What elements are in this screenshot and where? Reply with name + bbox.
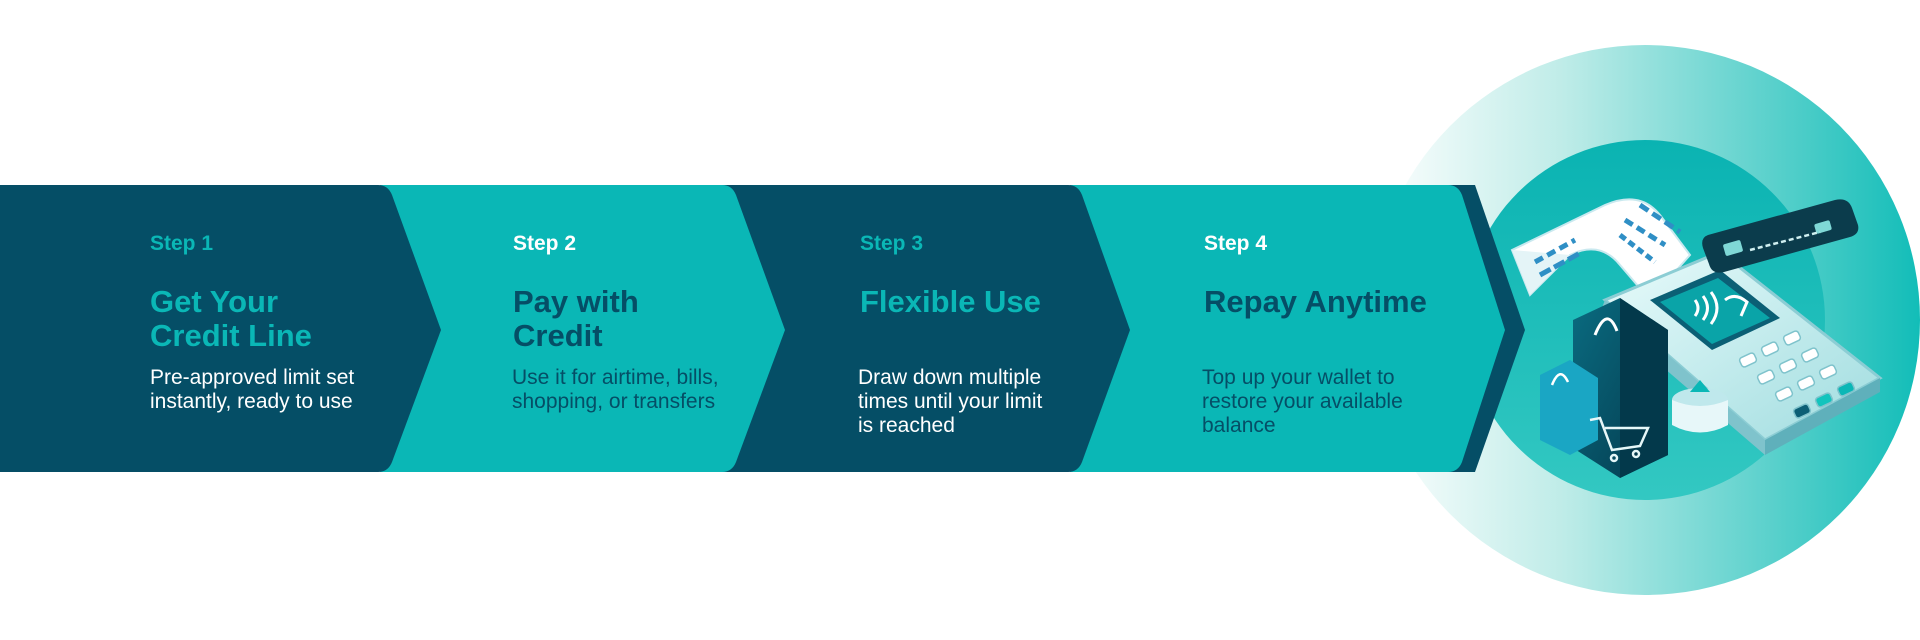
step-1-title-line-2: Credit Line bbox=[150, 318, 312, 353]
shopping-cart-icon bbox=[1589, 416, 1650, 463]
step-2-title-line-1: Pay with bbox=[513, 284, 639, 319]
payment-illustration bbox=[1510, 198, 1883, 478]
step-4-desc-line-3: balance bbox=[1202, 414, 1276, 437]
step-3-desc-line-1: Draw down multiple bbox=[858, 366, 1042, 389]
step-2-label: Step 2 bbox=[513, 232, 577, 255]
step-4-desc-line-1: Top up your wallet to bbox=[1202, 366, 1395, 389]
step-4-title: Repay Anytime bbox=[1204, 285, 1427, 319]
step-1-desc-line-2: instantly, ready to use bbox=[150, 390, 353, 413]
step-4-description: Top up your wallet to restore your avail… bbox=[1202, 366, 1403, 438]
receipt-icon bbox=[1510, 198, 1692, 302]
step-3-desc-line-2: times until your limit bbox=[858, 390, 1043, 413]
step-1-title-line-1: Get Your bbox=[150, 284, 279, 319]
keypad bbox=[1738, 330, 1856, 419]
step-4-title-line-1: Repay Anytime bbox=[1204, 284, 1427, 319]
step-2-desc-line-2: shopping, or transfers bbox=[512, 390, 716, 413]
small-bag-icon bbox=[1540, 360, 1598, 455]
gift-box-icon bbox=[1672, 380, 1728, 433]
step-2-description: Use it for airtime, bills, shopping, or … bbox=[512, 366, 719, 414]
steps-band bbox=[0, 185, 1525, 472]
step-3-title: Flexible Use bbox=[860, 285, 1041, 319]
step-2-title-line-2: Credit bbox=[513, 318, 603, 353]
step-2-title: Pay with Credit bbox=[513, 285, 639, 353]
step-3-description: Draw down multiple times until your limi… bbox=[858, 366, 1042, 438]
step-1-label: Step 1 bbox=[150, 232, 214, 255]
contactless-payment-icon bbox=[1693, 291, 1749, 325]
step-4-chevron bbox=[1070, 185, 1505, 472]
step-3-chevron bbox=[720, 185, 1130, 472]
step-3-label: Step 3 bbox=[860, 232, 924, 255]
step-4-label: Step 4 bbox=[1204, 232, 1268, 255]
step-4-desc-line-2: restore your available bbox=[1202, 390, 1403, 413]
credit-card-icon bbox=[1702, 199, 1859, 273]
step-1-chevron bbox=[0, 185, 441, 472]
step-2-desc-line-1: Use it for airtime, bills, bbox=[512, 366, 719, 389]
step-1-desc-line-1: Pre-approved limit set bbox=[150, 366, 355, 389]
step-1-title: Get Your Credit Line bbox=[150, 285, 312, 353]
step-2-chevron bbox=[380, 185, 785, 472]
step-3-desc-line-3: is reached bbox=[858, 414, 955, 437]
step-1-description: Pre-approved limit set instantly, ready … bbox=[150, 366, 354, 414]
step-3-title-line-1: Flexible Use bbox=[860, 284, 1041, 319]
